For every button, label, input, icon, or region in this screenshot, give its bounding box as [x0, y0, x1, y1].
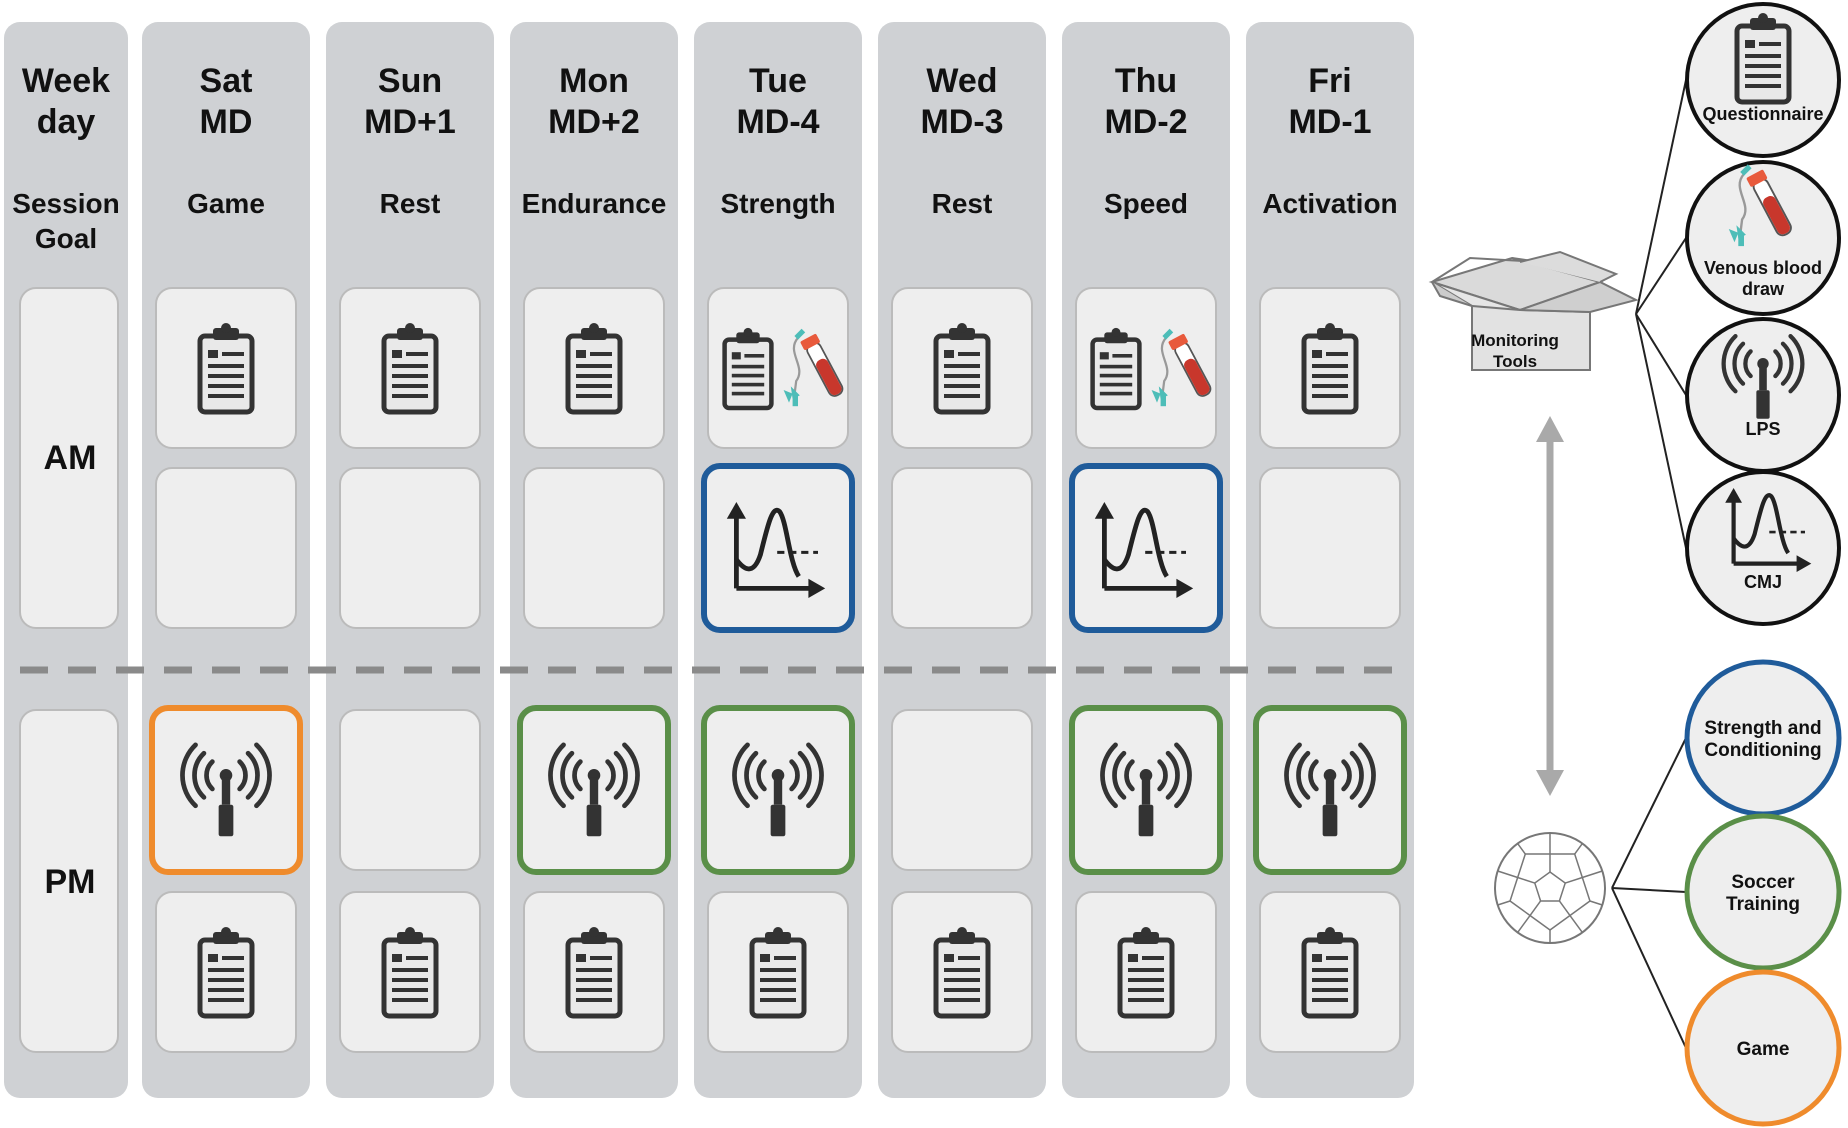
match-day-label: MD-1: [1288, 103, 1371, 141]
day-name: Wed: [926, 62, 997, 100]
soccer-ball-icon: [1494, 832, 1606, 944]
tool-label: CMJ: [1744, 572, 1782, 592]
questionnaire-icon: [936, 927, 988, 1016]
monitoring-box-label: Tools: [1493, 352, 1537, 371]
session-type-label: Conditioning: [1704, 740, 1821, 761]
questionnaire-icon: [725, 328, 772, 408]
session-goal: Activation: [1262, 188, 1397, 219]
match-day-label: MD-4: [736, 103, 819, 141]
tool-circle: [1685, 470, 1841, 626]
questionnaire-icon: [1093, 328, 1140, 408]
tool-label: LPS: [1745, 419, 1780, 439]
questionnaire-icon: [1737, 13, 1789, 102]
questionnaire-icon: [568, 323, 620, 412]
day-name: Mon: [559, 62, 629, 100]
session-cell-am2: [339, 467, 481, 629]
session-goal-label: Goal: [35, 223, 97, 254]
questionnaire-icon: [384, 323, 436, 412]
tool-label: draw: [1742, 279, 1785, 299]
tool-cmj: CMJ: [1685, 470, 1841, 626]
questionnaire-icon: [1304, 927, 1356, 1016]
session-cell-pm1: [339, 709, 481, 871]
session-goal: Rest: [932, 188, 993, 219]
questionnaire-icon: [936, 323, 988, 412]
match-day-label: MD-3: [920, 103, 1003, 141]
connector-line: [1635, 237, 1687, 315]
session-type-circle: [1684, 813, 1842, 971]
connector-line: [1635, 313, 1687, 396]
questionnaire-icon: [1120, 927, 1172, 1016]
questionnaire-icon: [384, 927, 436, 1016]
questionnaire-icon: [200, 927, 252, 1016]
session-cell-am2: [523, 467, 665, 629]
session-goal: Speed: [1104, 188, 1188, 219]
match-day-label: MD: [200, 103, 253, 141]
session-cell-am2: [155, 467, 297, 629]
session-goal: Game: [187, 188, 265, 219]
pm-label: PM: [45, 863, 96, 901]
tool-label: Venous blood: [1704, 258, 1822, 278]
connector-line: [1611, 737, 1687, 889]
session-goal: Endurance: [522, 188, 667, 219]
session-type-label: Soccer: [1731, 872, 1795, 893]
match-day-label: MD-2: [1104, 103, 1187, 141]
day-name: Sat: [200, 62, 253, 100]
questionnaire-icon: [1304, 323, 1356, 412]
day-name: Fri: [1308, 62, 1351, 100]
weekday-label: Week: [22, 62, 110, 100]
connector-line: [1635, 79, 1687, 315]
pm-row-header: [19, 709, 119, 1053]
day-name: Sun: [378, 62, 442, 100]
connector-line: [1635, 313, 1687, 549]
day-name: Tue: [749, 62, 807, 100]
session-cell-am2: [1259, 467, 1401, 629]
session-cell-am2: [1069, 463, 1223, 633]
connector-line: [1611, 887, 1687, 893]
session-goal: Strength: [720, 188, 835, 219]
weekday-label: day: [37, 103, 96, 141]
session-cell-pm1: [891, 709, 1033, 871]
day-name: Thu: [1115, 62, 1177, 100]
tool-circle: [1685, 160, 1841, 316]
session-type-game: Game: [1684, 969, 1842, 1127]
tool-lps: LPS: [1685, 317, 1841, 473]
arrow-head-up: [1536, 416, 1564, 442]
session-cell-am2: [891, 467, 1033, 629]
tool-label: Questionnaire: [1702, 104, 1823, 124]
arrow-head-down: [1536, 770, 1564, 796]
session-goal: Rest: [380, 188, 441, 219]
match-day-label: MD+2: [548, 103, 640, 141]
session-cell-am2: [701, 463, 855, 633]
questionnaire-icon: [752, 927, 804, 1016]
connector-line: [1611, 887, 1687, 1049]
tool-questionnaire: Questionnaire: [1685, 2, 1841, 158]
am-label: AM: [44, 439, 97, 477]
questionnaire-icon: [200, 323, 252, 412]
session-goal-label: Session: [12, 188, 119, 219]
session-type-label: Strength and: [1704, 718, 1821, 739]
am-row-header: [19, 287, 119, 629]
match-day-label: MD+1: [364, 103, 456, 141]
questionnaire-icon: [568, 927, 620, 1016]
session-type-circle: [1684, 969, 1842, 1127]
session-type-label: Training: [1726, 894, 1800, 915]
session-type-label: Game: [1737, 1039, 1790, 1060]
monitoring-box-label: Monitoring: [1471, 331, 1559, 350]
